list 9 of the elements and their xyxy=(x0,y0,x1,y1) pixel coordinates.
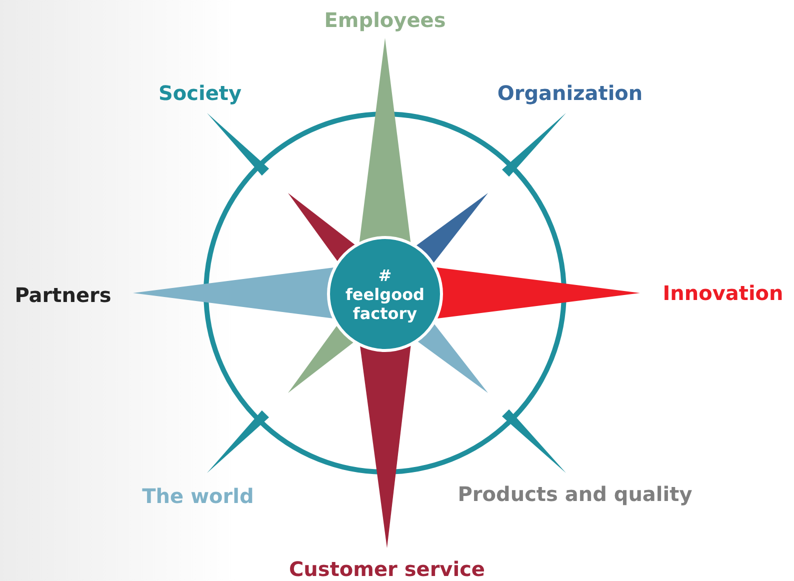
direction-label: Society xyxy=(158,81,242,105)
center-text: # feelgood factory xyxy=(344,266,426,322)
direction-label: The world xyxy=(142,484,254,508)
direction-label: Partners xyxy=(14,283,112,307)
direction-label: Innovation xyxy=(662,281,784,305)
direction-label: Organization xyxy=(497,81,643,105)
direction-label: Products and quality xyxy=(458,482,692,506)
direction-label: Customer service xyxy=(289,557,485,581)
direction-label: Employees xyxy=(324,8,446,32)
